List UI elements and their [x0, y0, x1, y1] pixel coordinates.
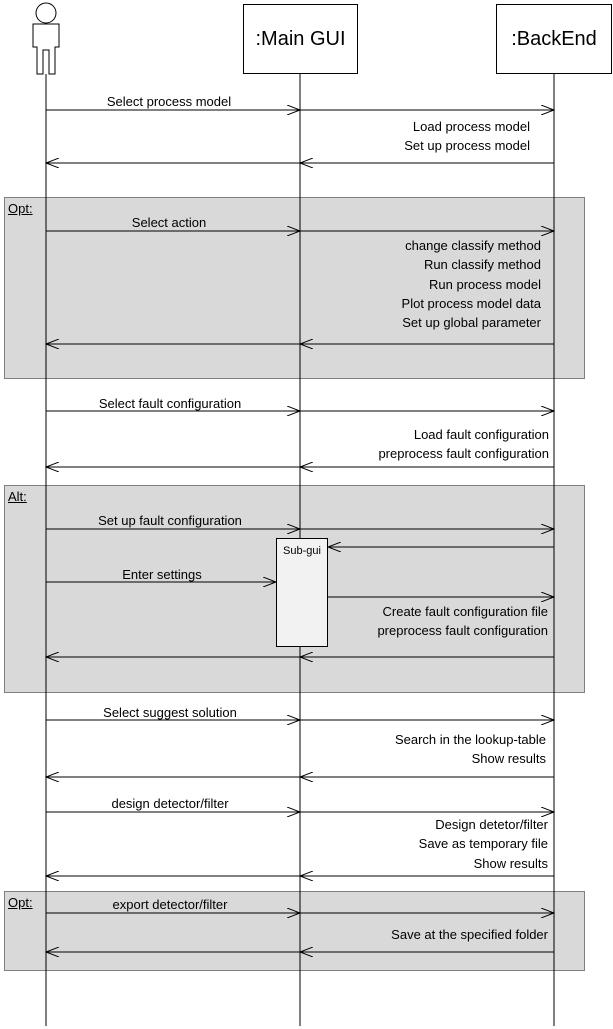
message-label: Select fault configuration	[98, 396, 242, 411]
backend-note-line: Show results	[473, 855, 548, 871]
backend-note-line: Show results	[471, 751, 546, 767]
backend-note-line: Load fault configuration	[413, 427, 549, 442]
backend-note-line: Create fault configuration file	[382, 604, 548, 619]
fragment-label: Alt:	[8, 489, 27, 504]
message-label: Select process model	[106, 94, 232, 109]
message-label: Select action	[131, 215, 207, 230]
actor-user-icon	[32, 2, 60, 75]
participant-backend: :BackEnd	[496, 4, 612, 74]
backend-note-line: preprocess fault configuration	[377, 623, 548, 639]
participant-main-gui: :Main GUI	[243, 4, 358, 74]
backend-note-line: preprocess fault configuration	[378, 446, 549, 462]
opt-fragment-2: Opt:	[4, 891, 585, 971]
backend-note-line: Run process model	[429, 276, 541, 292]
backend-note-line: Search in the lookup-table	[394, 732, 546, 747]
fragment-label: Opt:	[8, 895, 33, 910]
message-label: design detector/filter	[111, 796, 229, 811]
backend-note-line: Run classify method	[423, 257, 541, 273]
message-label: Enter settings	[122, 567, 202, 582]
backend-note-line: Set up process model	[404, 138, 530, 154]
sub-gui-box: Sub-gui	[276, 538, 328, 647]
fragment-label: Opt:	[8, 201, 33, 216]
backend-note-line: change classify method	[405, 238, 541, 253]
backend-note-line: Save at the specified folder	[391, 927, 548, 942]
backend-note-line: Design detetor/filter	[435, 817, 548, 832]
backend-note-line: Plot process model data	[401, 295, 541, 311]
backend-note-line: Set up global parameter	[402, 315, 541, 331]
message-label: Set up fault configuration	[98, 513, 242, 528]
message-label: Select suggest solution	[103, 705, 237, 720]
sub-gui-label: Sub-gui	[283, 545, 321, 557]
backend-note-line: Load process model	[412, 119, 530, 134]
message-label: export detector/filter	[112, 897, 228, 912]
backend-note-line: Save as temporary file	[418, 836, 548, 852]
